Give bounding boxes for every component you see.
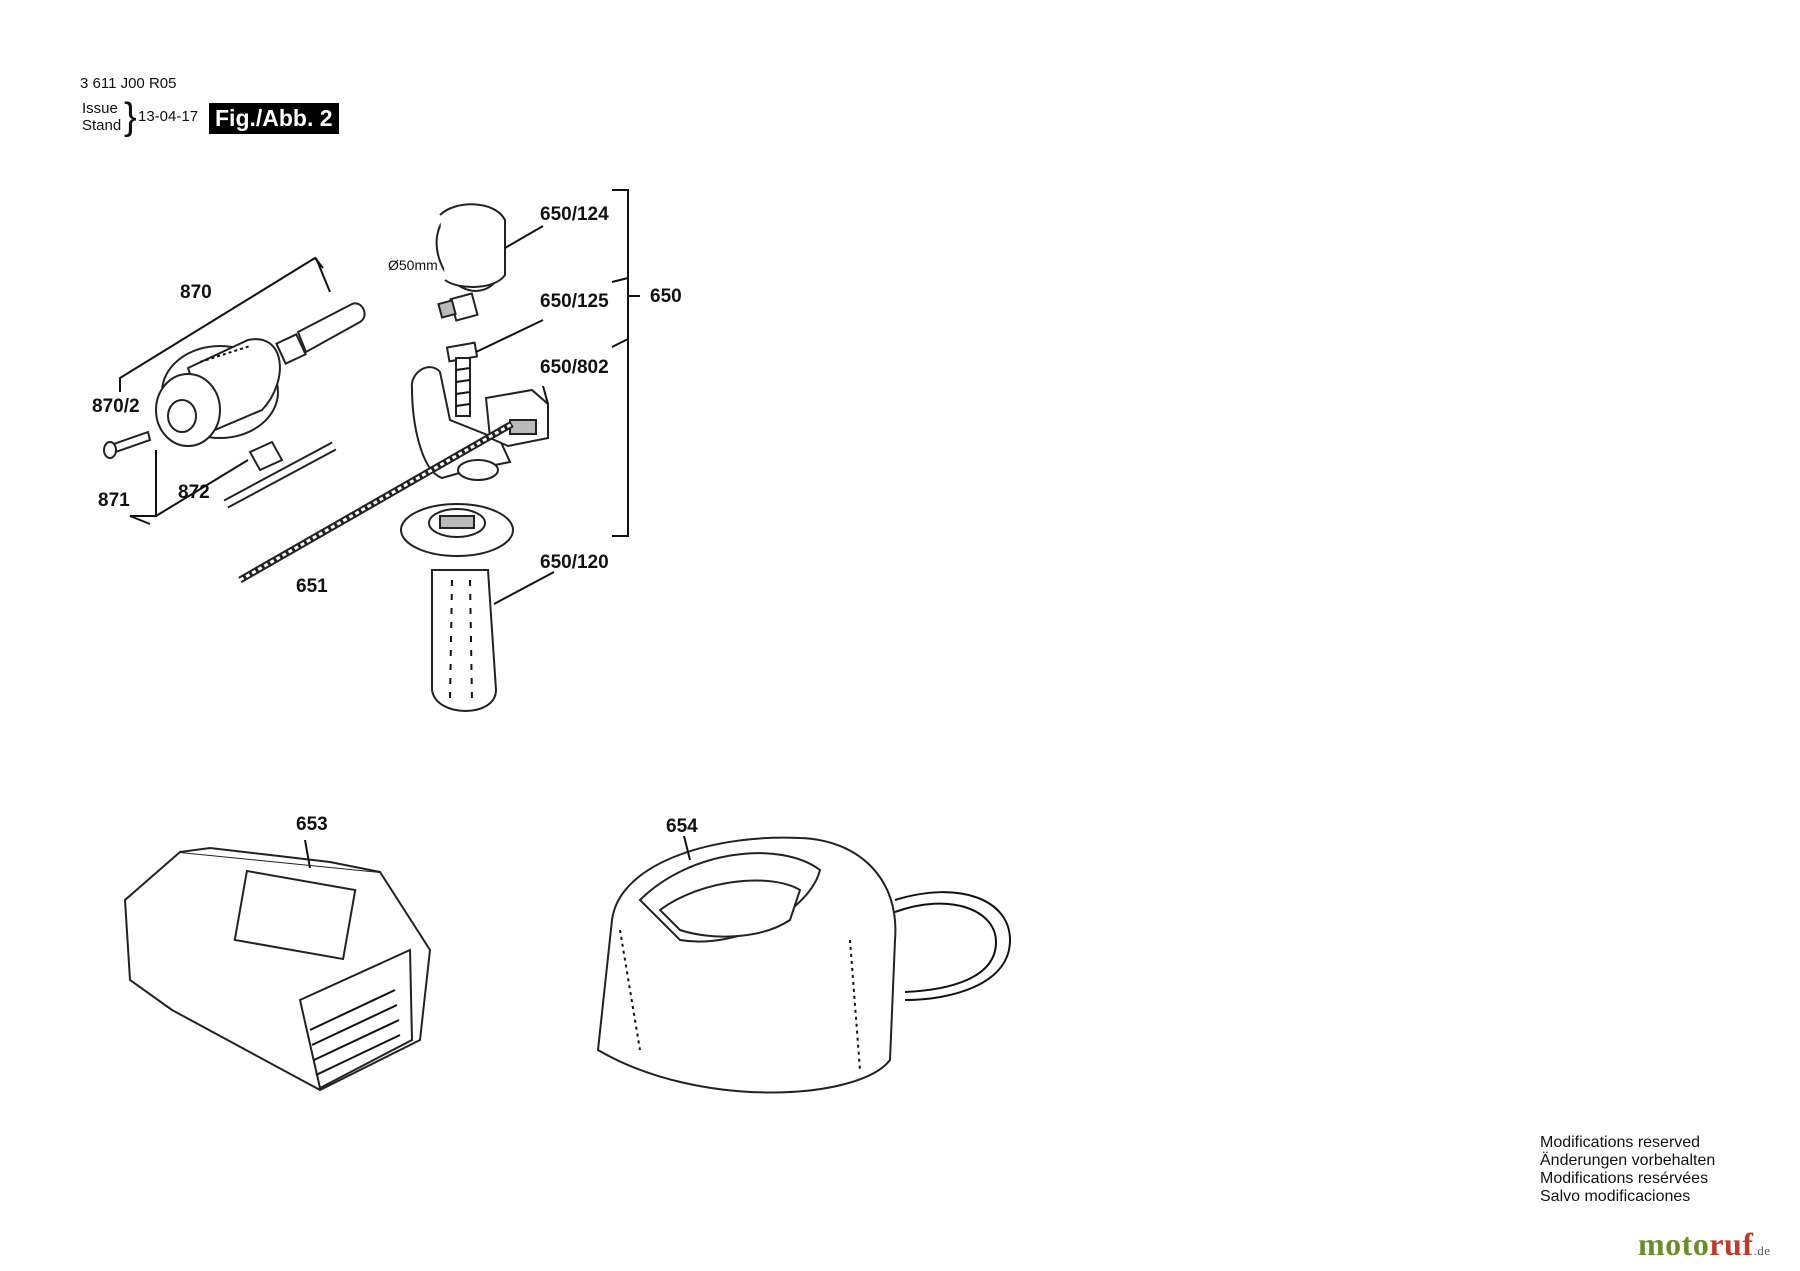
handle-mount-part (410, 366, 549, 481)
label-653: 653 (296, 814, 328, 835)
note-line: Modifications resérvées (1540, 1170, 1709, 1187)
modifications-note: Modifications reserved Änderungen vorbeh… (1540, 1134, 1715, 1206)
side-handle-part (400, 503, 555, 712)
label-650-120: 650/120 (540, 552, 609, 573)
label-650: 650 (650, 286, 682, 307)
depth-rod-part (238, 420, 514, 584)
note-line: Änderungen vorbehalten (1540, 1152, 1716, 1169)
label-870-2: 870/2 (92, 396, 140, 417)
label-650-124: 650/124 (540, 204, 609, 225)
figure-badge: Fig./Abb. 2 (209, 103, 339, 134)
wing-bolt-part (445, 319, 544, 417)
logo-suffix: .de (1753, 1243, 1771, 1258)
part-number: 3 611 J00 R05 (80, 75, 177, 92)
logo-part-1: moto (1638, 1226, 1710, 1262)
clamp-band-part (435, 203, 544, 322)
label-872: 872 (178, 482, 210, 503)
key-bracket-871-872 (129, 450, 249, 525)
drill-chuck-part (155, 338, 281, 447)
label-871: 871 (98, 490, 130, 511)
label-diameter: Ø50mm (388, 257, 438, 273)
note-line: Salvo modificaciones (1540, 1188, 1691, 1205)
label-870: 870 (180, 282, 212, 303)
sds-adapter-part (275, 302, 366, 365)
label-650-125: 650/125 (540, 291, 609, 312)
stand-label: Stand (82, 117, 122, 134)
brace-glyph: } (124, 96, 137, 138)
label-650-802: 650/802 (540, 357, 609, 378)
issue-date: 13-04-17 (138, 108, 199, 125)
label-651: 651 (296, 576, 328, 597)
chuck-key-part (223, 440, 337, 509)
chuck-bracket-870 (119, 256, 331, 392)
issue-stand-label: Issue Stand (82, 100, 121, 134)
charger-part (596, 835, 1012, 1094)
chuck-screw-part (103, 430, 152, 459)
motoruf-logo: motoruf.de (1638, 1226, 1771, 1263)
issue-label: Issue (82, 100, 118, 117)
bracket-650 (611, 189, 640, 537)
label-654: 654 (666, 816, 698, 837)
note-line: Modifications reserved (1540, 1134, 1701, 1151)
battery-pack-part (123, 839, 432, 1092)
logo-part-2: ruf (1709, 1226, 1754, 1262)
